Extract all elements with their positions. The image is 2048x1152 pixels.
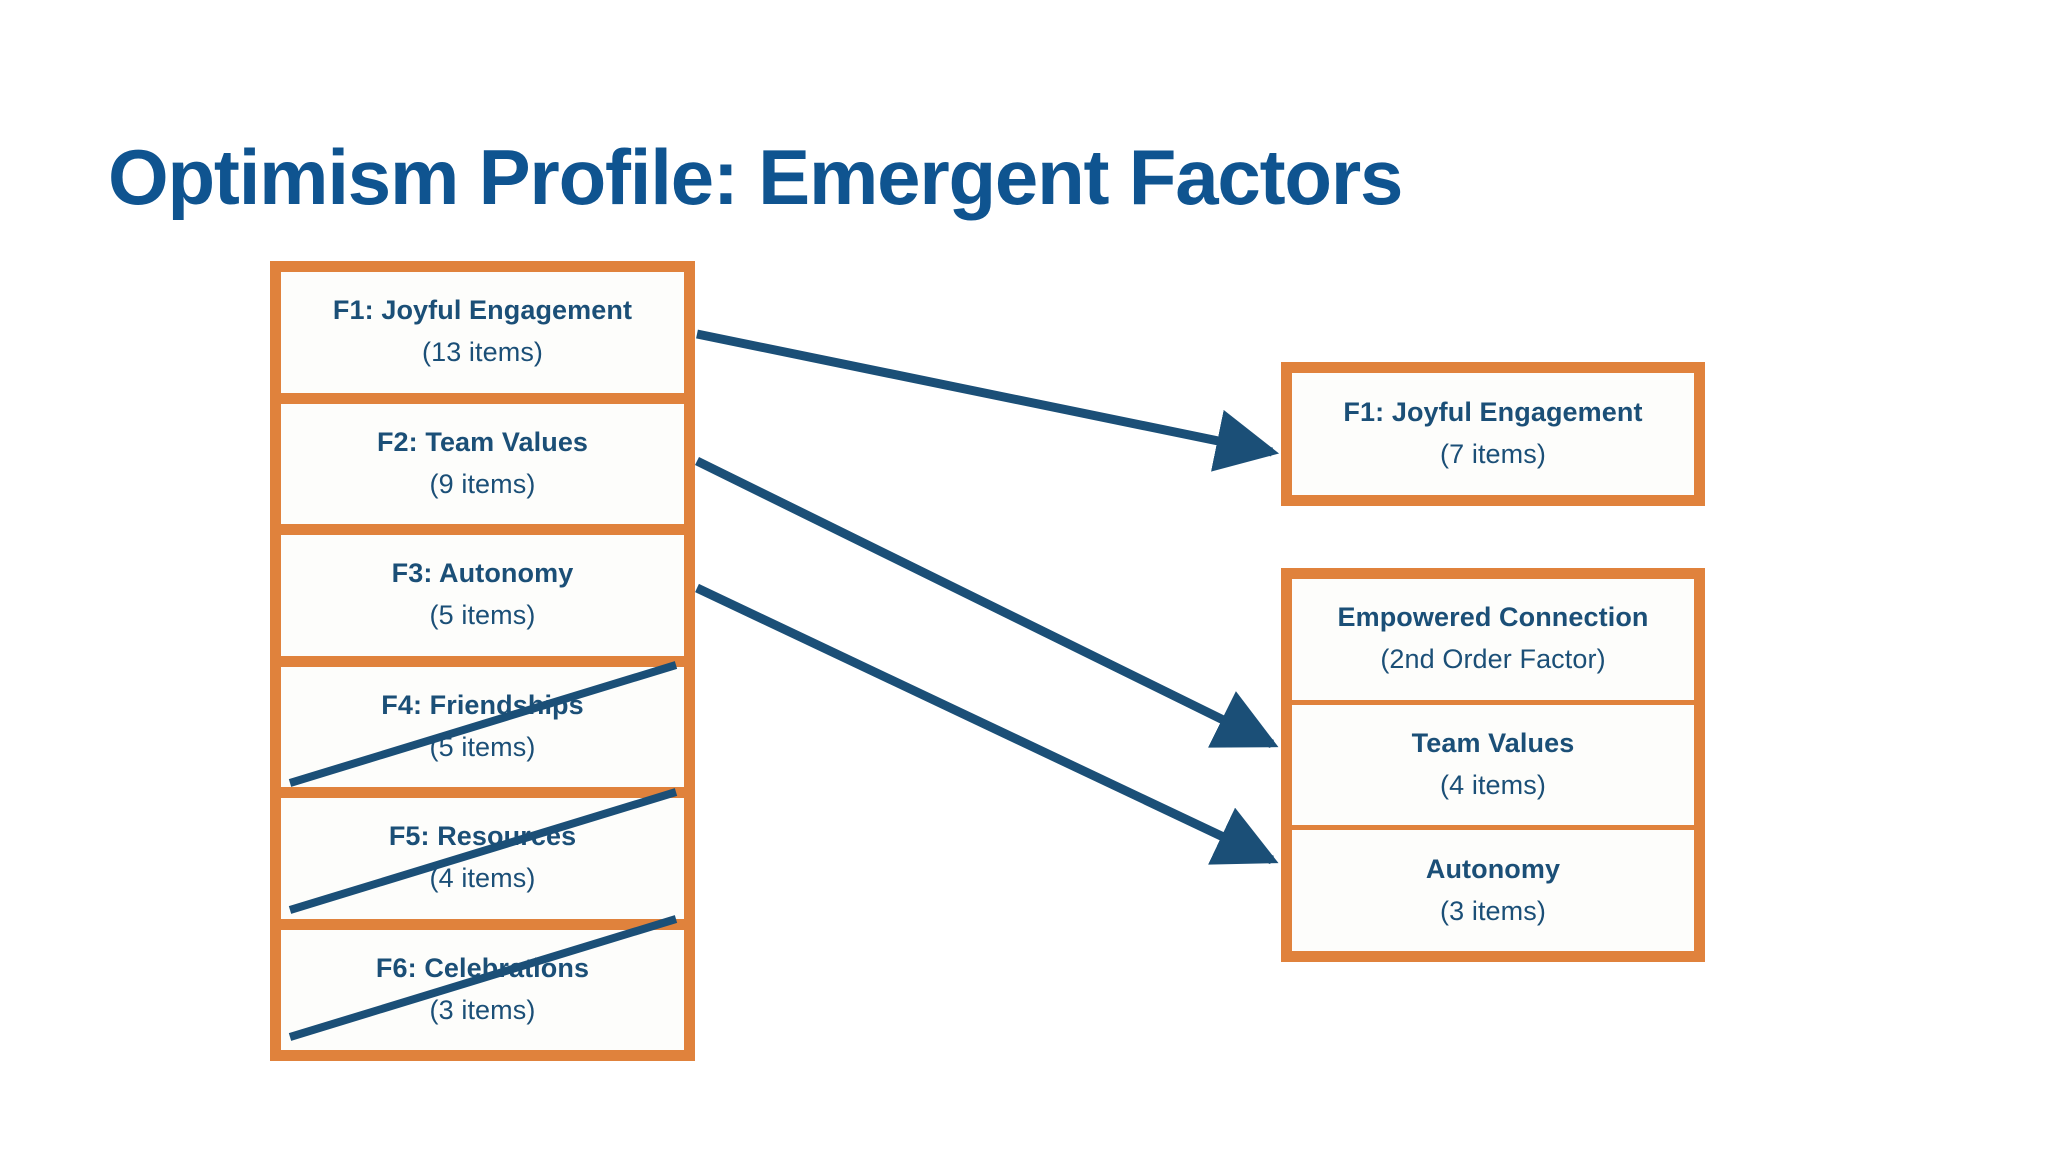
factor-label: Autonomy xyxy=(1425,853,1561,884)
factor-count: (2nd Order Factor) xyxy=(1380,644,1606,675)
factor-label: Team Values xyxy=(1411,728,1575,759)
factor-label: F1: Joyful Engagement xyxy=(1343,397,1643,428)
factor-count: (4 items) xyxy=(429,863,536,894)
factor-count: (13 items) xyxy=(421,337,544,368)
second-order-factor-header[interactable]: Empowered Connection (2nd Order Factor) xyxy=(1292,579,1694,700)
factor-count: (7 items) xyxy=(1440,439,1546,469)
factor-label: F3: Autonomy xyxy=(391,558,574,589)
factor-count: (5 items) xyxy=(429,731,536,762)
factor-label: F6: Celebrations xyxy=(375,952,590,983)
factor-label: F4: Friendships xyxy=(381,689,584,720)
factor-label: F2: Team Values xyxy=(376,426,589,457)
right-box-empowered-connection: Empowered Connection (2nd Order Factor) … xyxy=(1281,568,1705,962)
left-factor-f6[interactable]: F6: Celebrations (3 items) xyxy=(281,929,684,1050)
left-factor-f1[interactable]: F1: Joyful Engagement (13 items) xyxy=(281,272,684,393)
factor-count: (3 items) xyxy=(429,994,536,1025)
factor-label: Empowered Connection xyxy=(1337,602,1649,633)
left-factor-f2[interactable]: F2: Team Values (9 items) xyxy=(281,403,684,524)
left-factor-f5[interactable]: F5: Resources (4 items) xyxy=(281,798,684,919)
left-factor-f3[interactable]: F3: Autonomy (5 items) xyxy=(281,535,684,656)
factor-count: (9 items) xyxy=(429,468,536,499)
factor-count: (3 items) xyxy=(1440,895,1546,926)
factor-count: (4 items) xyxy=(1440,770,1546,800)
page-title: Optimism Profile: Emergent Factors xyxy=(108,133,1403,222)
arrow-f1-to-joyful-engagement xyxy=(696,329,1280,472)
factor-count: (5 items) xyxy=(429,600,536,631)
arrow-f2-to-team-values xyxy=(695,456,1279,749)
retained-factor-f1[interactable]: F1: Joyful Engagement (7 items) xyxy=(1292,373,1694,495)
arrow-f3-to-autonomy xyxy=(695,583,1279,865)
sub-factor-autonomy[interactable]: Autonomy (3 items) xyxy=(1292,825,1694,952)
left-factor-f4[interactable]: F4: Friendships (5 items) xyxy=(281,666,684,787)
left-factor-stack: F1: Joyful Engagement (13 items) F2: Tea… xyxy=(270,261,695,1061)
right-box-joyful-engagement: F1: Joyful Engagement (7 items) xyxy=(1281,362,1705,506)
factor-label: F1: Joyful Engagement xyxy=(332,295,633,326)
factor-label: F5: Resources xyxy=(388,821,577,852)
sub-factor-team-values[interactable]: Team Values (4 items) xyxy=(1292,699,1694,826)
